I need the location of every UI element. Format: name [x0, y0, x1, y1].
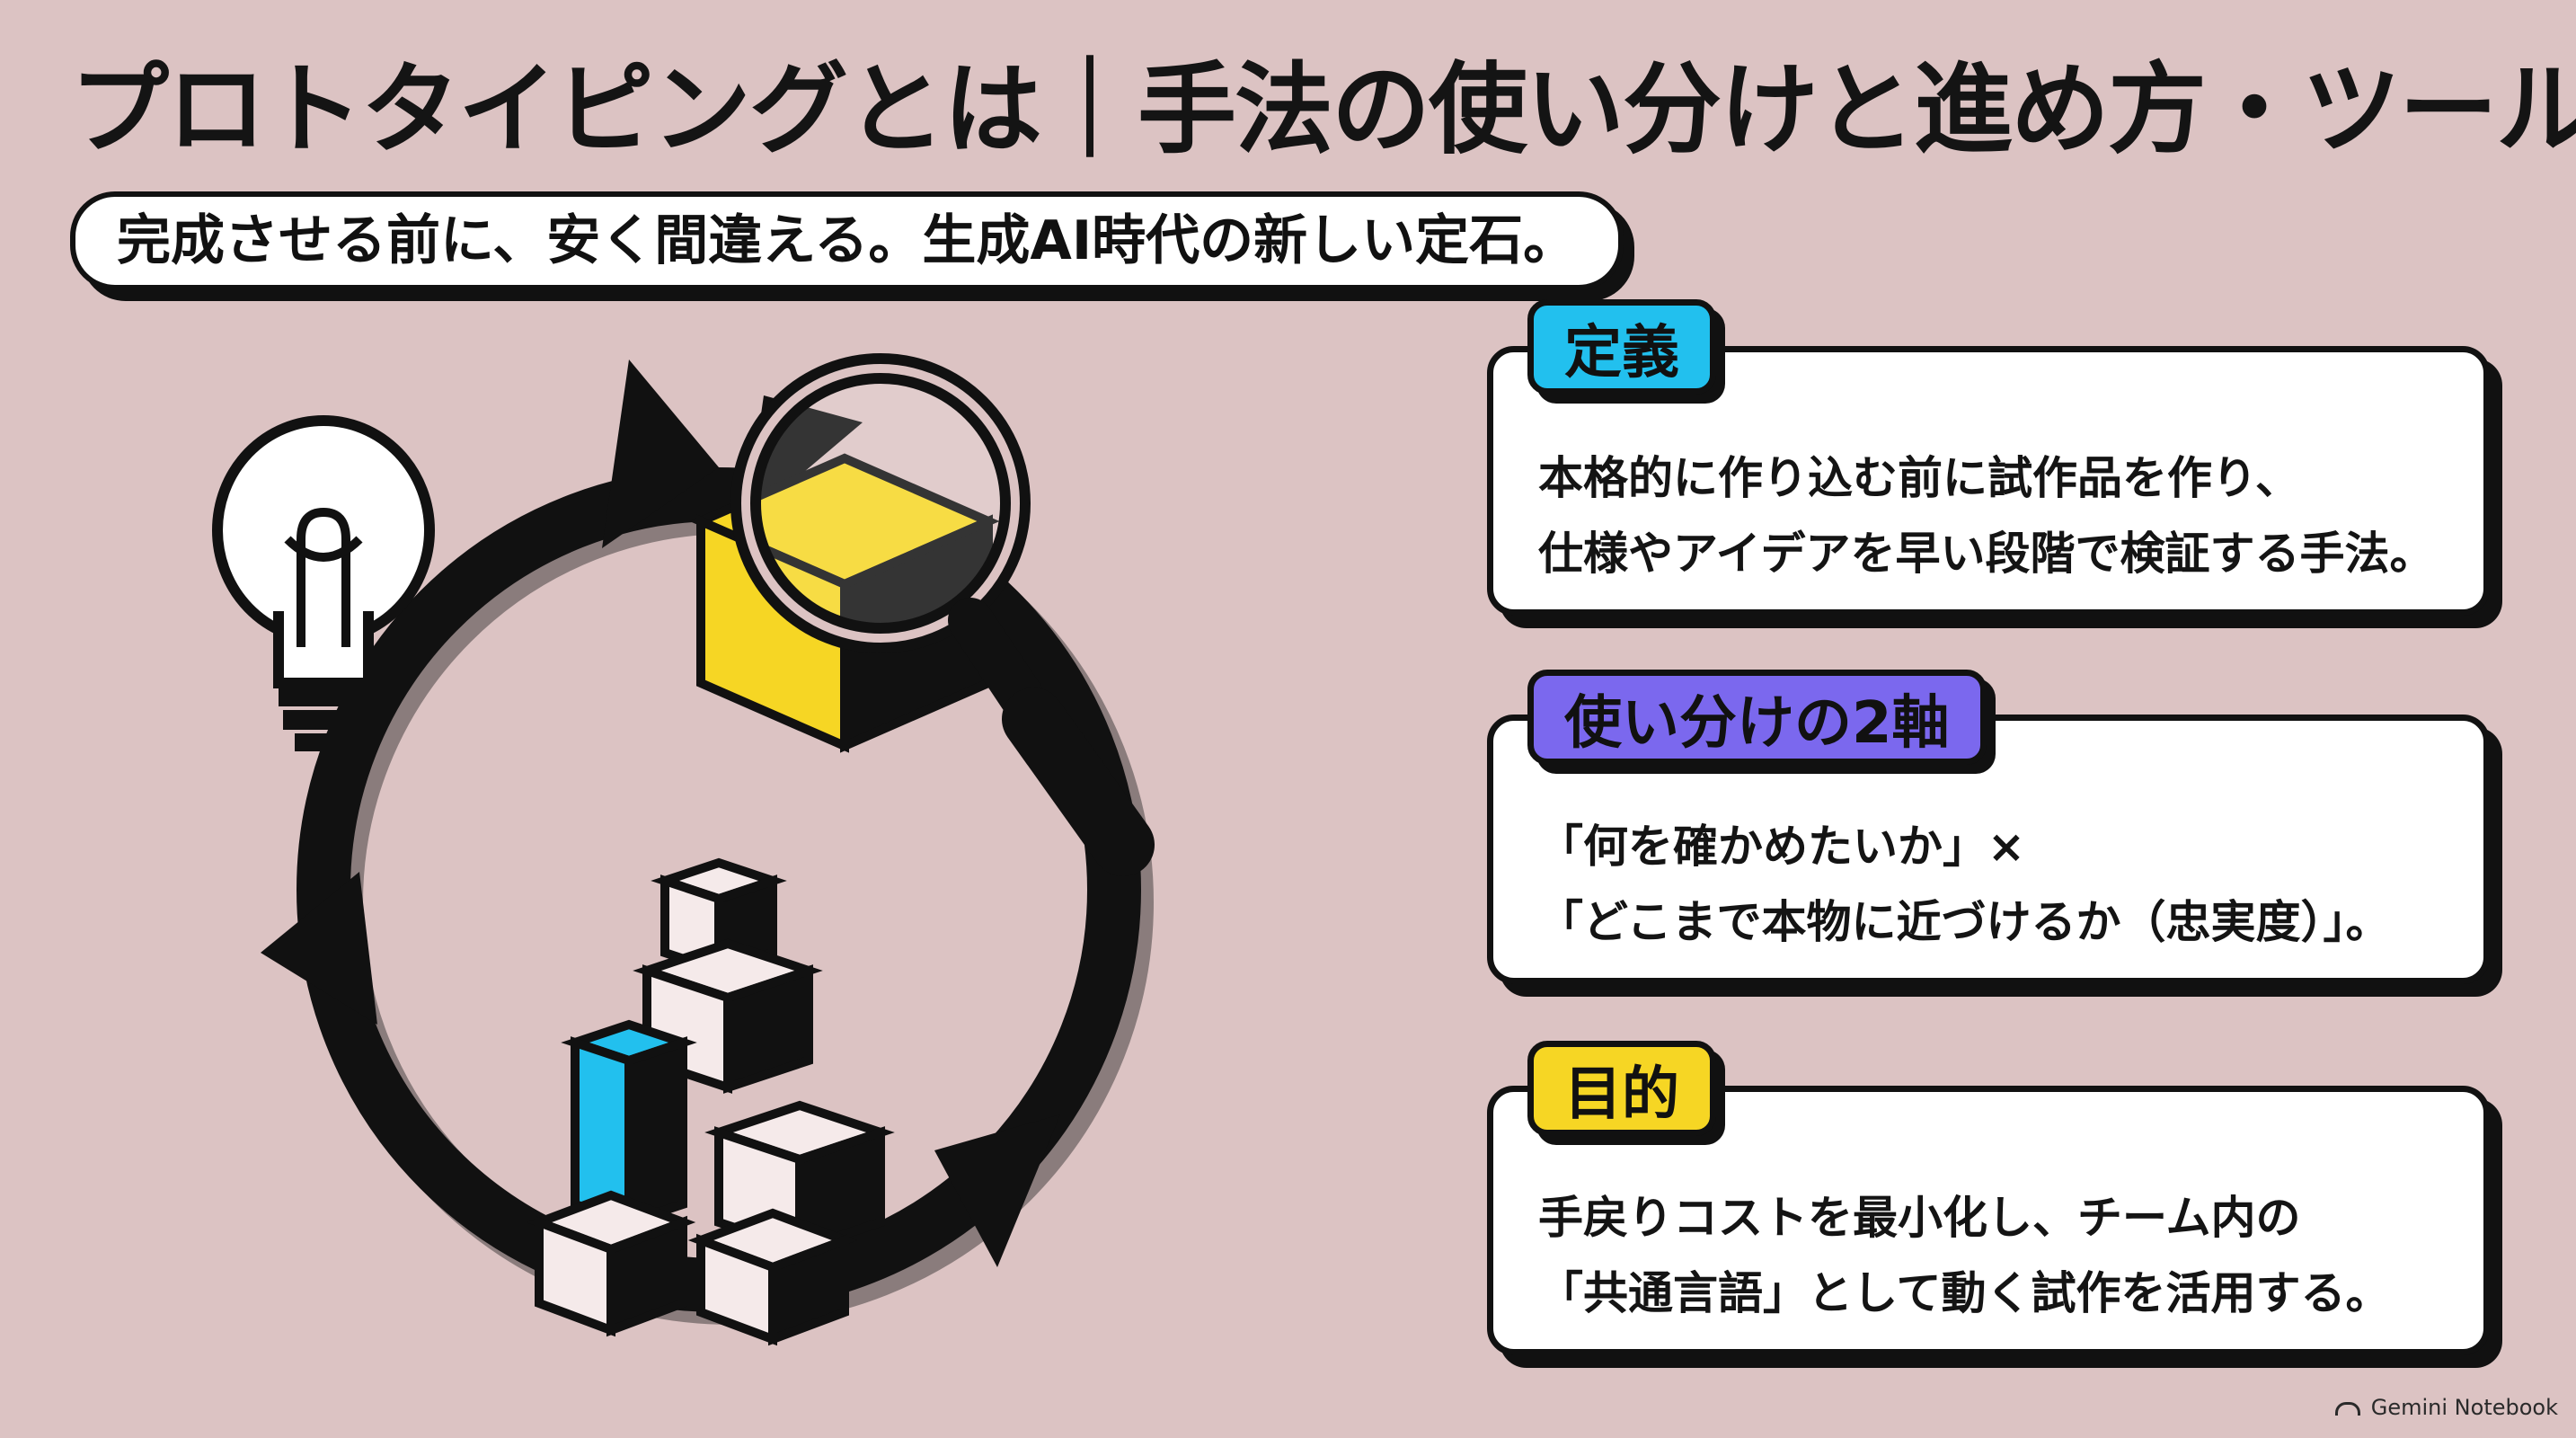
- purpose-tag: 目的: [1527, 1041, 1716, 1136]
- purpose-line-1: 手戻りコストを最小化し、チーム内の: [1538, 1192, 2301, 1244]
- axes-line-1: 「何を確かめたいか」×: [1538, 821, 2025, 873]
- definition-line-2: 仕様やアイデアを早い段階で検証する手法。: [1538, 528, 2435, 580]
- subtitle-pill: 完成させる前に、安く間違える。生成AI時代の新しい定石。: [70, 191, 1624, 290]
- arrowhead-left: [261, 872, 377, 1025]
- magnifying-glass-icon: [730, 353, 1155, 876]
- axes-line-2: 「どこまで本物に近づけるか（忠実度）」。: [1538, 896, 2391, 948]
- watermark-text: Gemini Notebook: [2370, 1395, 2558, 1420]
- definition-line-1: 本格的に作り込む前に試作品を作り、: [1538, 452, 2300, 504]
- arrowhead-bottom-right: [934, 1114, 1060, 1267]
- gemini-logo-icon: [2335, 1401, 2361, 1416]
- purpose-body: 手戻りコストを最小化し、チーム内の 「共通言語」として動く試作を活用する。: [1538, 1180, 2456, 1331]
- axes-tag: 使い分けの2軸: [1527, 670, 1987, 765]
- cube-icon: [689, 453, 1000, 753]
- page-title: プロトタイピングとは｜手法の使い分けと進め方・ツール: [70, 52, 2576, 167]
- prototyping-cycle-illustration: [212, 353, 1155, 1346]
- definition-body: 本格的に作り込む前に試作品を作り、 仕様やアイデアを早い段階で検証する手法。: [1538, 440, 2456, 591]
- arrowhead-top: [602, 360, 719, 548]
- purpose-line-2: 「共通言語」として動く試作を活用する。: [1538, 1267, 2391, 1319]
- watermark: Gemini Notebook: [2335, 1395, 2558, 1420]
- lightbulb-icon: [212, 415, 435, 751]
- axes-body: 「何を確かめたいか」× 「どこまで本物に近づけるか（忠実度）」。: [1538, 809, 2456, 960]
- stacked-blocks-icon: [526, 857, 895, 1346]
- definition-tag: 定義: [1527, 299, 1716, 395]
